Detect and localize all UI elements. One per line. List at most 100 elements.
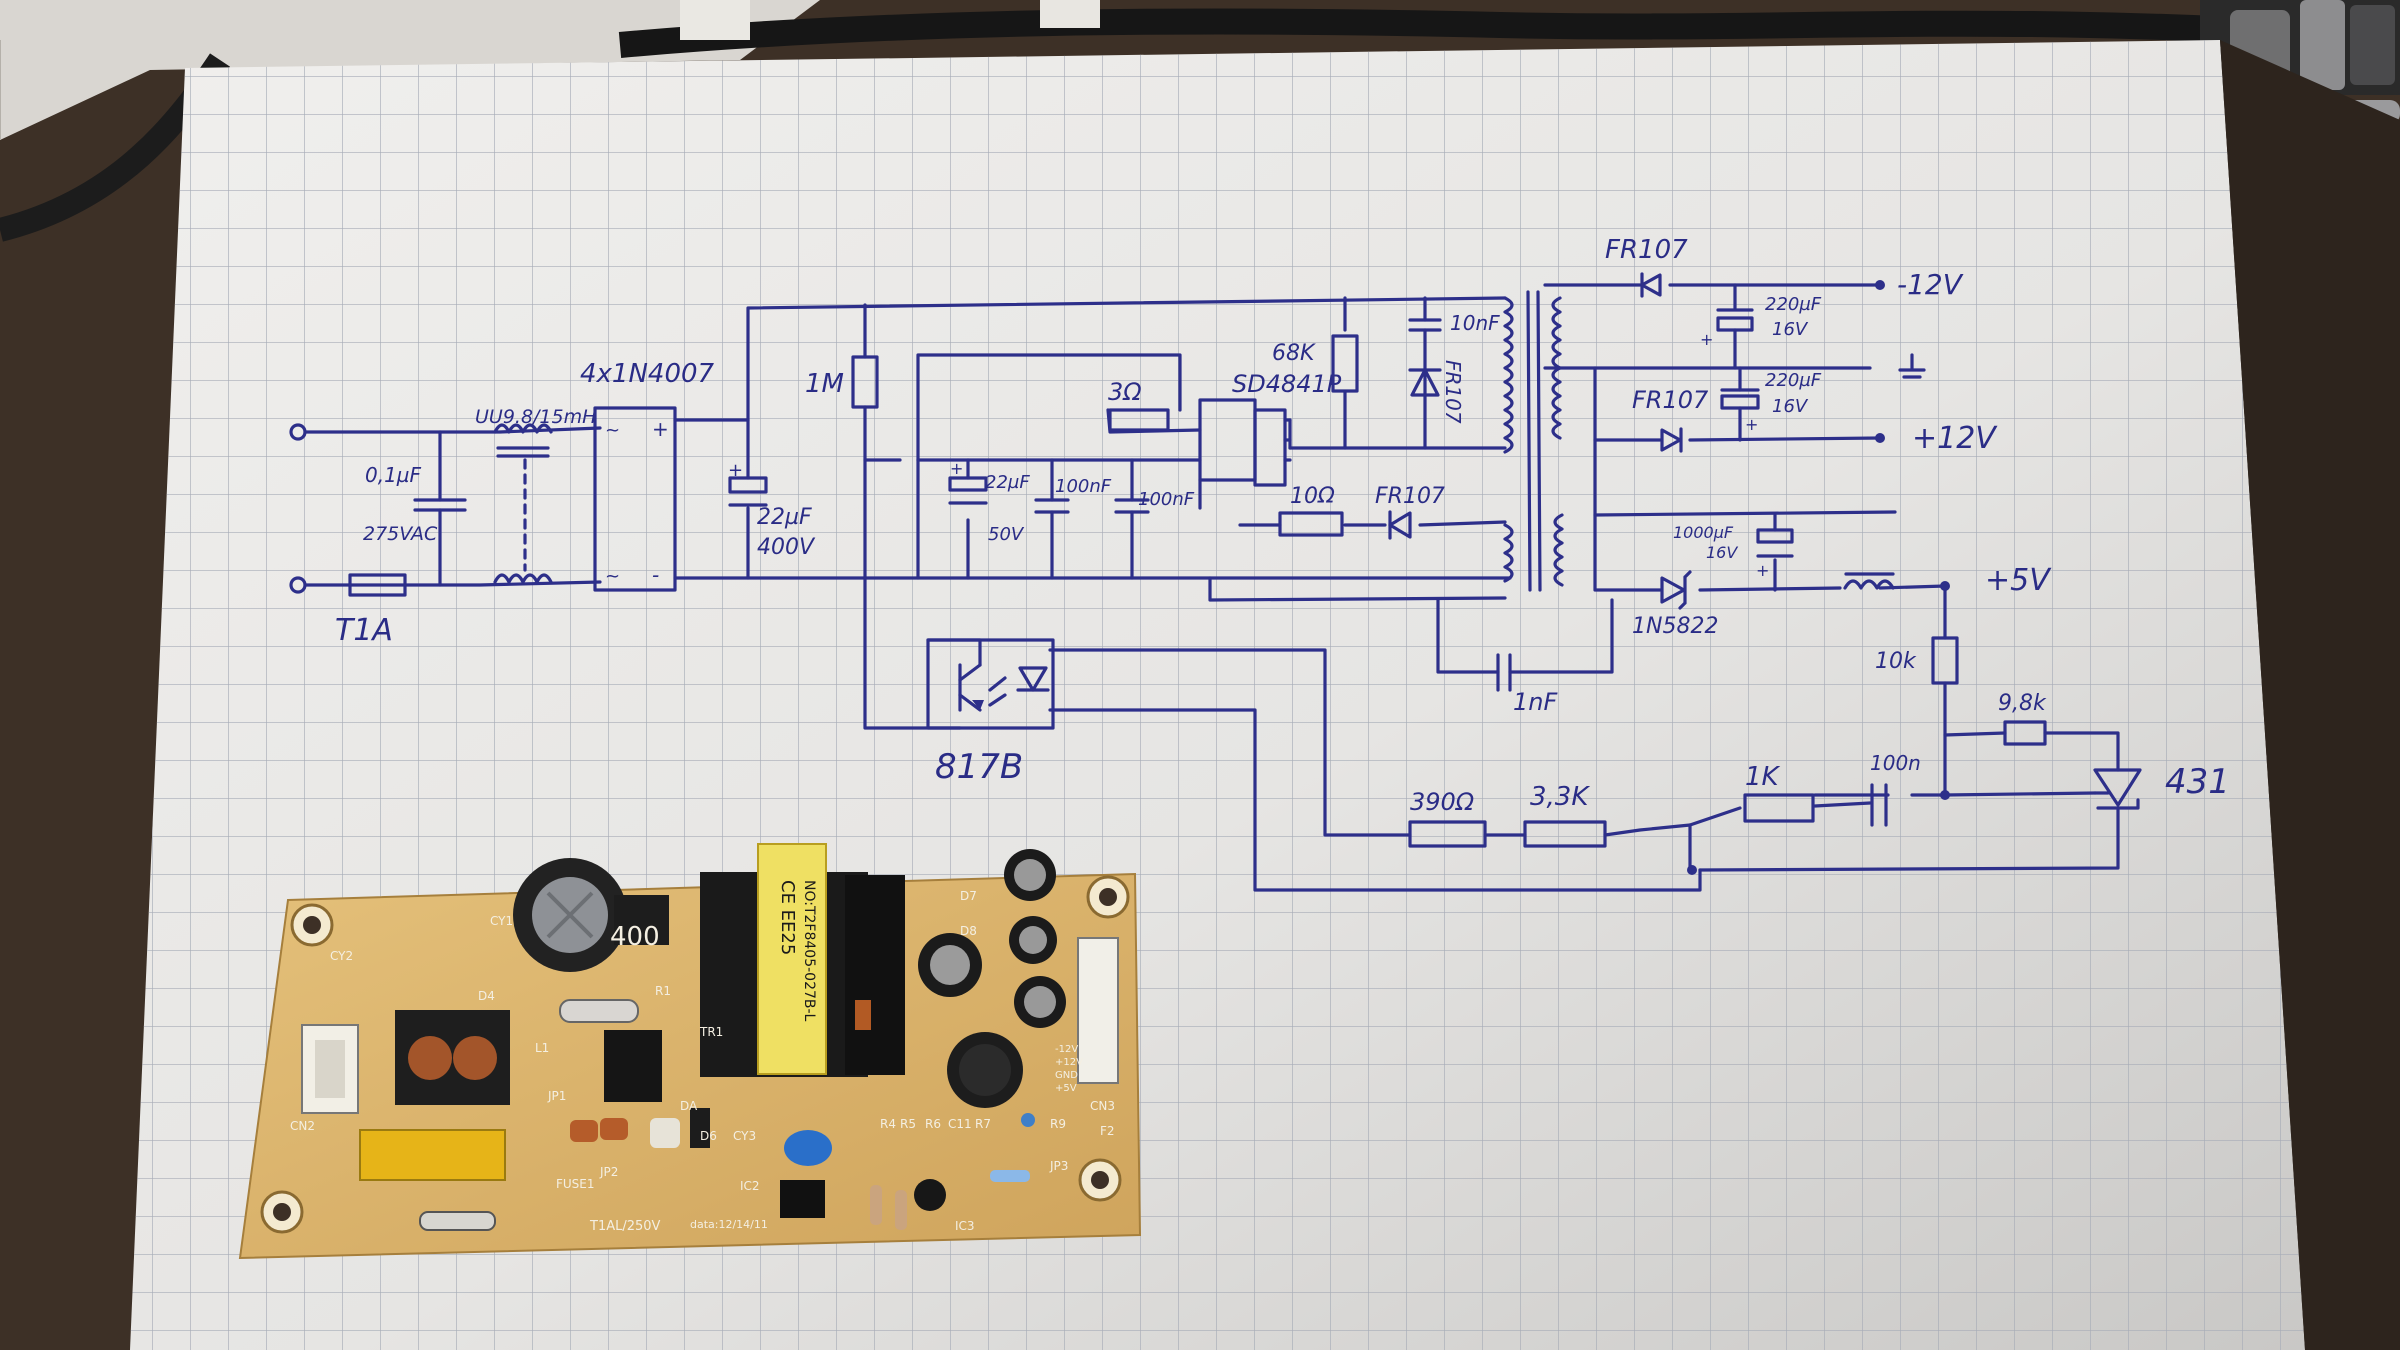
silk-conn-plus12: +12V bbox=[1055, 1057, 1083, 1068]
common-mode-choke-symbol bbox=[493, 423, 553, 584]
plus5-cap-value: 1000µF bbox=[1673, 523, 1734, 542]
startup-resistor-symbol bbox=[851, 303, 902, 580]
startup-resistor-label: 1M bbox=[805, 369, 844, 399]
silk-cy2: CY2 bbox=[330, 949, 353, 963]
feedback-r-top-label: 10k bbox=[1875, 649, 1917, 674]
fuse-label: T1A bbox=[335, 613, 393, 648]
vcc-cap-1-value: 22µF bbox=[985, 472, 1030, 493]
hv-rail-wires bbox=[673, 296, 1512, 580]
bulk-capacitor: 400 bbox=[513, 858, 669, 972]
silk-d8: D8 bbox=[960, 924, 977, 938]
circuit-schematic: T1A 0,1µF 275VAC UU9.8/15mH ~ ~ + - 4x1N… bbox=[289, 235, 2230, 892]
rectifier-label: 4x1N4007 bbox=[580, 359, 715, 389]
feedback-resistor-1k-symbol bbox=[1743, 793, 1815, 823]
optocoupler-symbol bbox=[863, 576, 1055, 730]
aux-diode-label: FR107 bbox=[1375, 484, 1445, 509]
transformer-label-2: NO:T2F8405-027B-L bbox=[801, 880, 817, 1022]
vcc-cap-1-voltage: 50V bbox=[988, 524, 1025, 545]
minus12-rail-label: -12V bbox=[1897, 268, 1964, 301]
silk-cy3: CY3 bbox=[733, 1129, 756, 1143]
y-cap-wires bbox=[1436, 598, 1614, 674]
bulk-cap-voltage: 400V bbox=[757, 535, 816, 560]
power-supply-pcb: 400 CE EE25 NO:T2F8405-027B-L bbox=[238, 843, 1142, 1260]
aux-diode-symbol bbox=[1388, 510, 1412, 540]
plus5-cap-voltage: 16V bbox=[1706, 543, 1738, 562]
silk-date: data:12/14/11 bbox=[690, 1218, 768, 1231]
silk-da: DA bbox=[680, 1099, 698, 1113]
minus12-cap-voltage: 16V bbox=[1772, 319, 1809, 340]
silk-c11: C11 bbox=[948, 1117, 972, 1131]
x-capacitor bbox=[359, 1129, 506, 1181]
vcc-cap-3-value: 100nF bbox=[1138, 489, 1195, 510]
silk-r4: R4 bbox=[880, 1117, 896, 1131]
pcb-silkscreen: CY2 CY1 CN2 CN3 L1 JP1 JP2 JP3 FUSE1 IC2… bbox=[290, 889, 1115, 1234]
x-cap-label: 0,1µF bbox=[365, 463, 422, 487]
input-wires bbox=[303, 426, 602, 587]
fuse bbox=[419, 1211, 496, 1231]
pcb-optocoupler bbox=[780, 1180, 825, 1218]
y-capacitor-symbol bbox=[1496, 653, 1512, 692]
vcc-cap-2-symbol bbox=[1034, 498, 1070, 514]
svg-text:+: + bbox=[1700, 330, 1713, 349]
silk-l1: L1 bbox=[535, 1041, 549, 1055]
silk-d4: D4 bbox=[478, 989, 495, 1003]
silk-jp3: JP3 bbox=[1049, 1159, 1068, 1173]
snubber-capacitor-symbol bbox=[1408, 318, 1442, 332]
plus12-cap-value: 220µF bbox=[1765, 370, 1822, 391]
feedback-resistor-top-symbol bbox=[1931, 636, 1959, 685]
feedback-r-comp-label: 1K bbox=[1745, 762, 1781, 792]
feedback-r-led-label: 390Ω bbox=[1410, 788, 1475, 816]
plus12-diode-label: FR107 bbox=[1632, 386, 1709, 414]
tl431-symbol bbox=[2093, 768, 2142, 810]
plus12-cap-symbol: + bbox=[1720, 388, 1760, 434]
svg-text:-: - bbox=[652, 563, 659, 587]
plus5-diode-label: 1N5822 bbox=[1632, 614, 1718, 639]
feedback-resistor-3k3-symbol bbox=[1523, 820, 1607, 848]
plus5-cap-symbol: + bbox=[1756, 528, 1794, 580]
snubber-resistor-symbol bbox=[1331, 334, 1359, 393]
transformer-symbol bbox=[1503, 290, 1564, 592]
vcc-cap-2-value: 100nF bbox=[1055, 476, 1112, 497]
output-capacitors bbox=[918, 849, 1066, 1108]
silk-r5: R5 bbox=[900, 1117, 916, 1131]
silk-jp2: JP2 bbox=[599, 1165, 618, 1179]
common-mode-choke bbox=[395, 1010, 510, 1105]
power-resistor bbox=[559, 999, 639, 1023]
feedback-r-series-label: 3,3K bbox=[1530, 782, 1590, 812]
aux-resistor-label: 10Ω bbox=[1290, 484, 1335, 509]
controller-label: SD4841P bbox=[1232, 370, 1342, 398]
plus5-inductor-symbol bbox=[1843, 572, 1895, 590]
plus12-cap-voltage: 16V bbox=[1772, 396, 1809, 417]
feedback-resistor-390-symbol bbox=[1408, 820, 1487, 848]
snubber-wires bbox=[1288, 296, 1507, 450]
fuse-symbol bbox=[348, 573, 407, 597]
y-capacitor bbox=[784, 1130, 832, 1166]
plus5-diode-symbol bbox=[1660, 570, 1692, 610]
silk-tr1: TR1 bbox=[699, 1025, 723, 1039]
snubber-cap-label: 10nF bbox=[1450, 311, 1500, 335]
vcc-cap-1-symbol: + bbox=[948, 459, 988, 505]
ac-input-terminals bbox=[289, 423, 307, 594]
silk-r1: R1 bbox=[655, 984, 671, 998]
svg-text:+: + bbox=[1756, 561, 1769, 580]
tl431-label: 431 bbox=[2165, 762, 2230, 802]
sense-resistor-symbol bbox=[1108, 408, 1170, 432]
vcc-cap-3-symbol bbox=[1114, 498, 1150, 514]
silk-cn3: CN3 bbox=[1090, 1099, 1115, 1113]
silk-r7: R7 bbox=[975, 1117, 991, 1131]
silk-conn-plus5: +5V bbox=[1055, 1083, 1077, 1094]
plus12-diode-symbol bbox=[1660, 427, 1683, 453]
svg-text:+: + bbox=[652, 417, 669, 441]
aux-winding-wires bbox=[1198, 478, 1507, 602]
bulk-capacitor-symbol: + bbox=[728, 460, 768, 507]
silk-conn-gnd: GND bbox=[1055, 1070, 1078, 1081]
silk-ic2: IC2 bbox=[740, 1179, 760, 1193]
controller-ic bbox=[604, 1030, 662, 1102]
feedback-drive-wires bbox=[1048, 648, 1872, 892]
svg-text:+: + bbox=[728, 460, 743, 481]
y-cap-label: 1nF bbox=[1513, 688, 1558, 716]
silk-conn-minus12: -12V bbox=[1055, 1044, 1078, 1055]
feedback-r-bottom-label: 9,8k bbox=[1998, 691, 2047, 716]
small-components bbox=[570, 1108, 1035, 1230]
